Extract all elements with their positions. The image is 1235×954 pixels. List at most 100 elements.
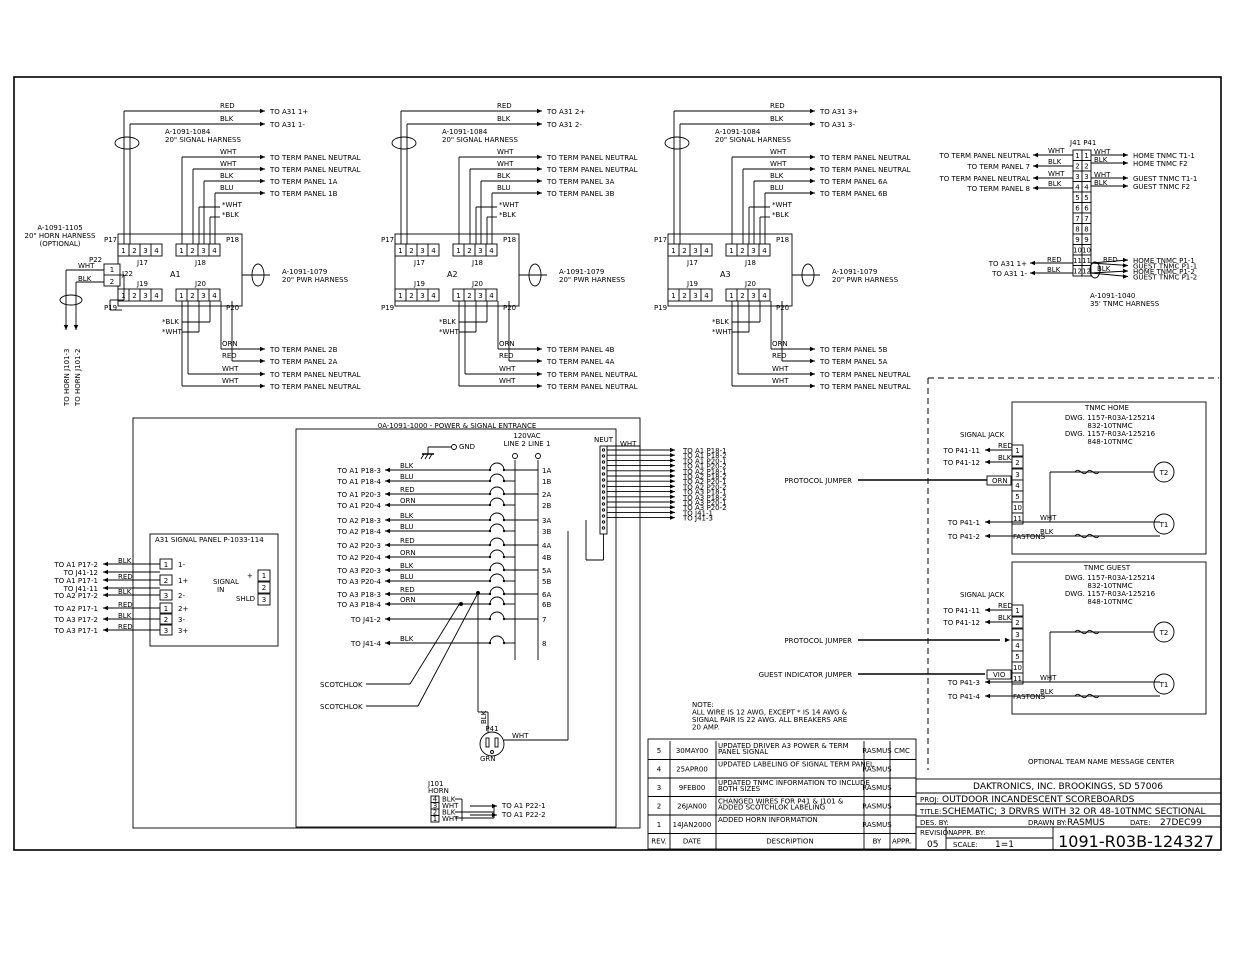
entrance-row-dest: TO A3 P20-3 (336, 567, 381, 575)
wire-color: ORN (772, 340, 788, 348)
pin-number: 2 (409, 247, 413, 255)
wire-color: RED (118, 623, 133, 631)
pin-number: 5 (1015, 653, 1019, 661)
rev-by: RASMUS (862, 821, 892, 829)
arrow-icon (260, 108, 265, 114)
neut-label: NEUT (594, 436, 614, 444)
wire-dest: TO TERM PANEL 1B (269, 190, 338, 198)
star-blk: *BLK (499, 211, 516, 219)
entrance-row-dest: TO A1 P18-4 (336, 478, 381, 486)
rev-date: 30MAY00 (676, 747, 708, 755)
wire-dest: TO TERM PANEL 5B (819, 346, 888, 354)
pin-number: 9 (1075, 236, 1079, 244)
arrow-icon (63, 325, 69, 330)
wire-dest: TO A31 3+ (819, 108, 858, 116)
scotchlok-label: SCOTCHLOK (320, 681, 363, 689)
note-line: ALL WIRE IS 12 AWG, EXCEPT * IS 14 AWG & (692, 709, 848, 717)
arrow-icon (670, 479, 675, 484)
optional-label: OPTIONAL TEAM NAME MESSAGE CENTER (1028, 758, 1175, 766)
scotchlok-label: SCOTCHLOK (320, 703, 363, 711)
pin-number: 3 (478, 247, 482, 255)
breaker-label: 3B (542, 528, 551, 536)
breaker-icon (489, 611, 505, 620)
tnmc-left-dest: TO TERM PANEL NEUTRAL (938, 175, 1030, 183)
neut-dest: TO A1 P20-1 (682, 457, 727, 465)
label-p17: P17 (104, 236, 117, 244)
arrow-icon (1123, 268, 1128, 274)
breaker-label: 6A (542, 591, 551, 599)
drawing-title: SCHEMATIC; 3 DRVRS WITH 32 OR 48-10TNMC … (942, 807, 1206, 817)
pin-number: 12 (1082, 268, 1091, 276)
wire-color: BLK (998, 454, 1012, 462)
breaker-label: 1A (542, 467, 551, 475)
rev-header: REV. (651, 838, 666, 846)
rev-desc: UPDATED DRIVER A3 POWER & TERM (718, 742, 849, 750)
breaker-label: 5A (542, 567, 551, 575)
label-j20: J20 (194, 280, 206, 288)
horn-blk: BLK (78, 275, 92, 283)
t2-label: T2 (1159, 469, 1169, 477)
label-j17: J17 (413, 259, 425, 267)
neutral-screw-icon (601, 508, 606, 512)
wire-color: RED (499, 352, 514, 360)
wire-color: BLU (400, 473, 413, 481)
wire-color: WHT (497, 148, 514, 156)
breaker-icon (489, 497, 505, 506)
arrow-icon (385, 554, 390, 560)
rev-header: APPR. (892, 838, 912, 846)
entrance-row-dest: TO A2 P20-3 (336, 542, 381, 550)
title-label: TITLE: (919, 808, 941, 816)
star-wht: *WHT (162, 328, 183, 336)
pin-number: 4 (704, 247, 709, 255)
wire-color: RED (118, 601, 133, 609)
arrow-icon (260, 166, 265, 172)
wire-color: BLK (1040, 528, 1054, 536)
breaker-dot-icon (488, 468, 492, 472)
pin-number: 2 (164, 577, 168, 585)
wire-color: RED (998, 442, 1013, 450)
wht-label: WHT (512, 732, 529, 740)
harness-part: A-1091-1084 (165, 128, 211, 136)
wire (424, 453, 429, 460)
breaker-icon (489, 537, 505, 546)
label-p20: P20 (503, 304, 516, 312)
wire-dest: TO TERM PANEL 6A (819, 178, 888, 186)
a31-dest: TO A2 P17-2 (53, 592, 98, 600)
signal-label: 2+ (178, 605, 188, 613)
arrow-icon (385, 578, 390, 584)
plus-minus-label: + (247, 572, 253, 580)
pin-number: 3 (420, 292, 424, 300)
wire-color: BLU (400, 523, 413, 531)
proj-label: PROJ: (920, 796, 939, 804)
tnmc-dwg: 832-10TNMC (1087, 422, 1132, 430)
harness-name: 20" SIGNAL HARNESS (165, 136, 241, 144)
star-blk: *BLK (772, 211, 789, 219)
pin-number: 2 (1075, 163, 1079, 171)
wire-color: WHT (222, 377, 239, 385)
wire-color: RED (400, 537, 415, 545)
pin-number: 2 (467, 247, 471, 255)
neut-dest: TO A2 P20-1 (682, 478, 727, 486)
tnmc-left-dest: TO TERM PANEL 8 (966, 185, 1030, 193)
t1-label: T1 (1159, 681, 1169, 689)
breaker-dot-icon (488, 579, 492, 583)
project-name: OUTDOOR INCANDESCENT SCOREBOARDS (942, 795, 1135, 805)
sig-in-label: IN (217, 586, 224, 594)
pin-number: 5 (1075, 194, 1079, 202)
jumper-label: PROTOCOL JUMPER (784, 477, 852, 485)
breaker-dot-icon (488, 492, 492, 496)
wire-color: BLK (220, 172, 234, 180)
arrow-icon (260, 383, 265, 389)
pin-number: 4 (704, 292, 709, 300)
sig-in-label: SIGNAL (213, 578, 239, 586)
pin-number: 4 (212, 292, 217, 300)
breaker-label: 1B (542, 478, 551, 486)
arrow-icon (670, 463, 675, 468)
j101-label: J101 (427, 780, 443, 788)
pin-number: 4 (489, 247, 494, 255)
wire-color: BLK (1094, 156, 1108, 164)
